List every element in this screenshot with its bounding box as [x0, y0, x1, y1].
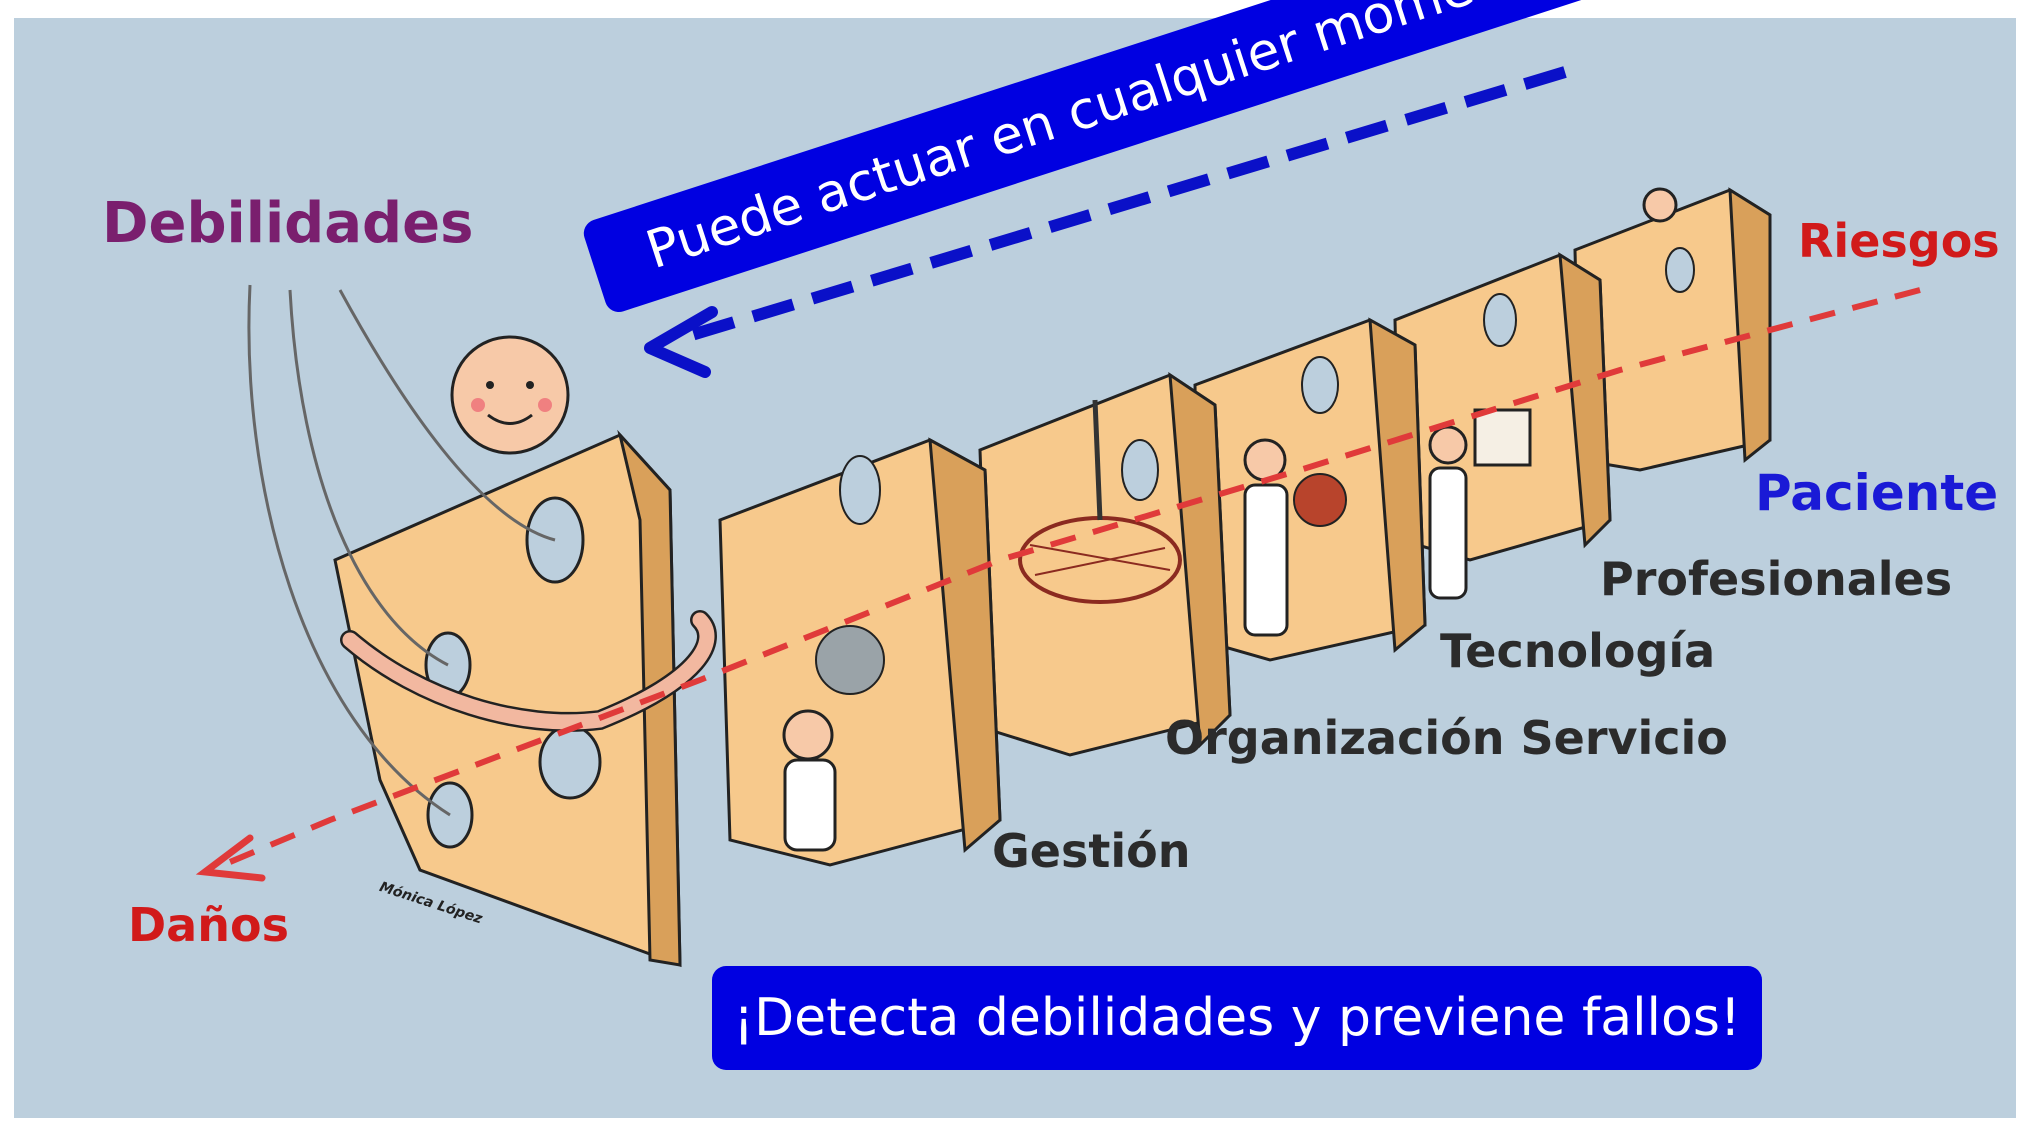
label-organizacion-servicio: Organización Servicio — [1165, 711, 1728, 765]
cheese-slice-3 — [978, 372, 1232, 757]
cheese-slice-2 — [718, 437, 1002, 867]
figure-gestion — [782, 709, 837, 852]
label-danos: Daños — [128, 898, 289, 952]
figure-tecnologia — [1428, 408, 1532, 600]
label-gestion: Gestión — [992, 824, 1191, 878]
character-face — [450, 335, 570, 455]
banner-detect-weaknesses: ¡Detecta debilidades y previene fallos! — [712, 966, 1762, 1070]
net-icon — [1018, 399, 1182, 604]
weakness-threads — [247, 284, 556, 817]
label-profesionales: Profesionales — [1600, 552, 1953, 606]
process-arrow — [644, 66, 1567, 378]
label-debilidades: Debilidades — [102, 191, 474, 256]
label-tecnologia: Tecnología — [1440, 624, 1716, 678]
figure-profesionales — [1642, 187, 1678, 223]
figure-organizacion — [1243, 438, 1289, 637]
risk-trajectory-arrow — [195, 287, 1921, 882]
cheese-slice-5 — [1393, 252, 1612, 562]
label-riesgos: Riesgos — [1798, 214, 2000, 268]
label-paciente: Paciente — [1755, 464, 1999, 522]
